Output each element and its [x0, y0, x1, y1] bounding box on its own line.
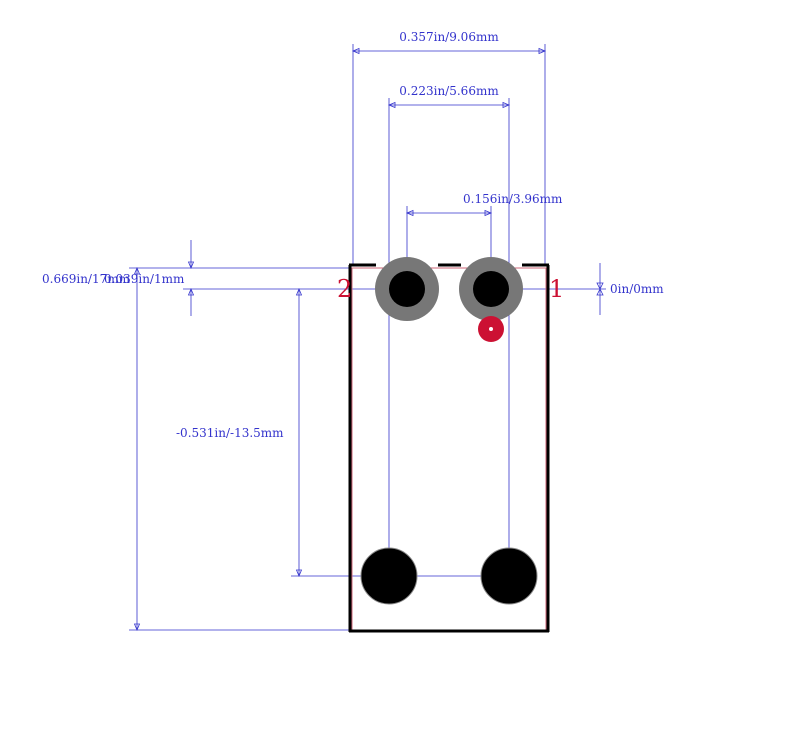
dim-top-offset-label: 0.039in/1mm [104, 272, 185, 286]
pad-1 [459, 257, 523, 321]
dim-top-offset: 0.039in/1mm [104, 240, 407, 316]
pad-2 [375, 257, 439, 321]
dim-pin-row-width-label: 0.223in/5.66mm [399, 84, 499, 98]
dim-body-height: 0.669in/17mm [42, 266, 350, 632]
component-body [348, 263, 550, 633]
dim-pin-pitch-label: 0.156in/3.96mm [463, 192, 563, 206]
dim-pin-row-width: 0.223in/5.66mm [387, 84, 511, 576]
mounting-hole-left [360, 547, 418, 605]
pin2-label: 2 [337, 275, 352, 303]
dim-origin-offset-label: 0in/0mm [610, 282, 664, 296]
dim-overall-width: 0.357in/9.06mm [351, 30, 547, 266]
dim-body-height-label: 0.669in/17mm [42, 272, 131, 286]
dim-mounting-offset-label: -0.531in/-13.5mm [176, 426, 284, 440]
pin1-label: 1 [549, 275, 564, 303]
mounting-hole-right [480, 547, 538, 605]
pin1-marker [478, 316, 504, 342]
dim-overall-width-label: 0.357in/9.06mm [399, 30, 499, 44]
dim-mounting-offset: -0.531in/-13.5mm [176, 287, 509, 578]
